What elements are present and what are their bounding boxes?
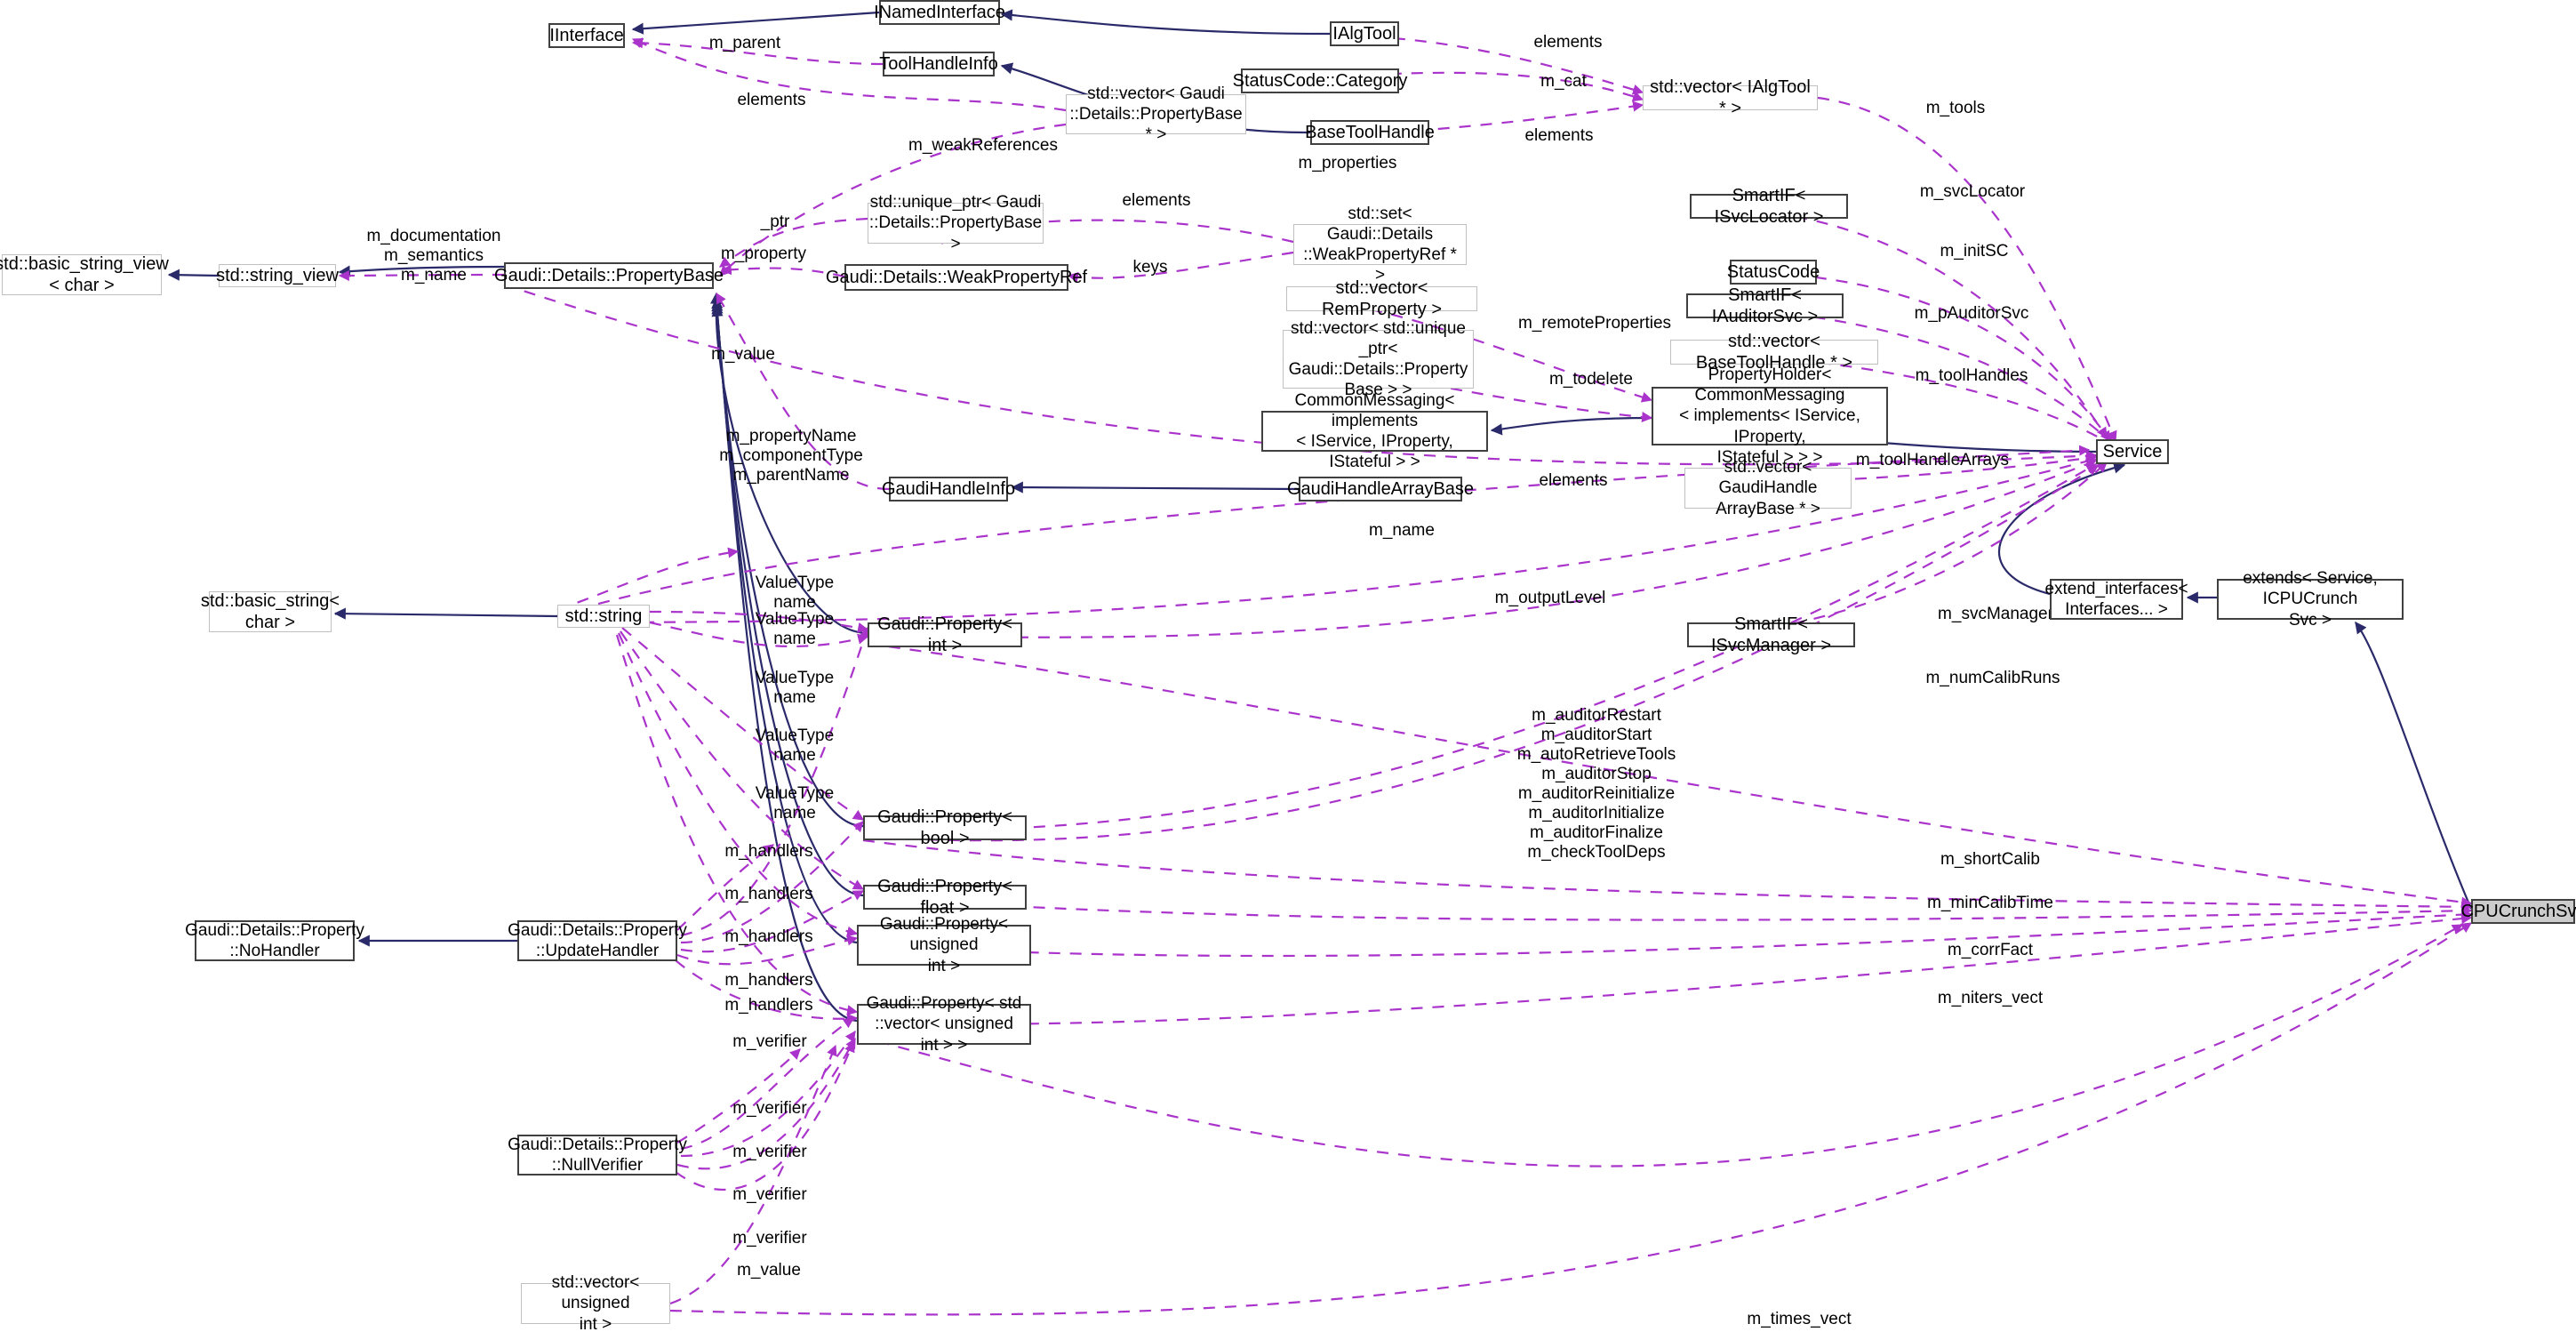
- node-gaudi-details-propertybase[interactable]: Gaudi::Details::PropertyBase: [494, 262, 724, 289]
- edge-label-m-parent: m_parent: [708, 34, 781, 52]
- edge-label-m-handlers: m_handlers: [724, 971, 813, 990]
- edge-label-m-cat: m_cat: [1540, 72, 1587, 91]
- node-smartif-isvclocator[interactable]: SmartIF< ISvcLocator >: [1690, 186, 1848, 227]
- node-extends-service-icpucrunchsvc[interactable]: extends< Service, ICPUCrunch Svc >: [2217, 569, 2404, 630]
- edge-label-m-value: m_value: [737, 1261, 801, 1280]
- edge-label-m-mincalibtime: m_minCalibTime: [1927, 894, 2053, 912]
- node-vector-propertybase-ptr[interactable]: std::vector< Gaudi ::Details::PropertyBa…: [1066, 84, 1246, 144]
- edge-label-m-verifier: m_verifier: [732, 1099, 807, 1118]
- node-vector-unsigned-int[interactable]: std::vector< unsigned int >: [521, 1273, 670, 1332]
- edge-label-m-propertyname-group: m_propertyName m_componentType m_parentN…: [719, 427, 863, 485]
- node-toolhandleinfo[interactable]: ToolHandleInfo: [879, 52, 998, 76]
- edge-label-m-outputlevel: m_outputLevel: [1494, 589, 1606, 607]
- edge-label-valuetype-name: ValueType name: [755, 784, 835, 823]
- edge-label-m-corrfact: m_corrFact: [1947, 941, 2034, 959]
- node-basetoolhandle[interactable]: BaseToolHandle: [1305, 120, 1435, 145]
- node-extend-interfaces[interactable]: extend_interfaces< Interfaces... >: [2044, 579, 2188, 620]
- edge-label-m-remoteproperties: m_remoteProperties: [1517, 314, 1672, 333]
- edge-label-elements: elements: [737, 91, 806, 109]
- node-basic-string-view[interactable]: std::basic_string_view < char >: [0, 253, 169, 295]
- edge-label-valuetype-name: ValueType name: [755, 726, 835, 766]
- node-set-weakpropertyref[interactable]: std::set< Gaudi::Details ::WeakPropertyR…: [1293, 205, 1467, 285]
- node-property-bool[interactable]: Gaudi::Property< bool >: [863, 807, 1027, 848]
- node-smartif-iauditorsvc[interactable]: SmartIF< IAuditorSvc >: [1686, 285, 1844, 326]
- node-gaudihandlearraybase[interactable]: GaudiHandleArrayBase: [1287, 477, 1474, 502]
- edge-label-m-pauditorsvc: m_pAuditorSvc: [1914, 304, 2029, 323]
- edge-label-m-numcalibruns: m_numCalibRuns: [1925, 669, 2060, 687]
- node-vector-ialgtool-ptr[interactable]: std::vector< IAlgTool * >: [1643, 77, 1818, 118]
- edge-label-m-verifier: m_verifier: [732, 1185, 807, 1204]
- edge-label-elements: elements: [1533, 33, 1603, 52]
- edge-label-valuetype-name: ValueType name: [755, 610, 835, 649]
- node-gaudi-details-weakpropertyref[interactable]: Gaudi::Details::WeakPropertyRef: [826, 264, 1087, 291]
- node-statuscode-category[interactable]: StatusCode::Category: [1233, 68, 1407, 93]
- node-vector-gaudihandlearraybase-ptr[interactable]: std::vector< GaudiHandle ArrayBase * >: [1684, 458, 1852, 518]
- node-ialgtool[interactable]: IAlgTool: [1330, 21, 1399, 46]
- edge-label-m-niters-vect: m_niters_vect: [1937, 989, 2044, 1007]
- node-cpucrunchsvc[interactable]: CPUCrunchSvc: [2460, 899, 2576, 924]
- edge-label-m-handlers: m_handlers: [724, 842, 813, 861]
- edge-label-m-auditor-group: m_auditorRestart m_auditorStart m_autoRe…: [1516, 706, 1676, 863]
- node-string-view[interactable]: std::string_view: [216, 264, 339, 287]
- node-statuscode[interactable]: StatusCode: [1727, 260, 1820, 285]
- node-vector-remproperty[interactable]: std::vector< RemProperty >: [1286, 278, 1477, 319]
- edge-label-m-handlers: m_handlers: [724, 927, 813, 946]
- edge-label-m-properties: m_properties: [1298, 154, 1397, 173]
- edge-label-elements: elements: [1122, 191, 1191, 210]
- node-gaudihandleinfo[interactable]: GaudiHandleInfo: [882, 477, 1015, 502]
- node-property-nohandler[interactable]: Gaudi::Details::Property ::NoHandler: [185, 920, 364, 961]
- node-service[interactable]: Service: [2096, 439, 2169, 464]
- node-smartif-isvcmanager[interactable]: SmartIF< ISvcManager >: [1687, 614, 1855, 655]
- node-propertyholder[interactable]: PropertyHolder< CommonMessaging < implem…: [1652, 365, 1888, 467]
- node-property-nullverifier[interactable]: Gaudi::Details::Property ::NullVerifier: [508, 1135, 687, 1176]
- edge-label-valuetype-name: ValueType name: [755, 574, 835, 613]
- node-unique-ptr-propertybase[interactable]: std::unique_ptr< Gaudi ::Details::Proper…: [868, 193, 1044, 253]
- node-std-string[interactable]: std::string: [557, 605, 650, 628]
- node-commonmessaging[interactable]: CommonMessaging< implements < IService, …: [1261, 391, 1488, 471]
- edge-label-elements: elements: [1539, 471, 1608, 490]
- node-property-vector-unsigned-int[interactable]: Gaudi::Property< std ::vector< unsigned …: [857, 994, 1031, 1055]
- edge-label-m-initsc: m_initSC: [1940, 242, 2009, 261]
- edge-label-m-weakreferences: m_weakReferences: [908, 136, 1058, 155]
- edge-label-m-property: m_property: [720, 245, 807, 263]
- edge-label-m-shortcalib: m_shortCalib: [1940, 850, 2040, 869]
- node-inamedinterface[interactable]: INamedInterface: [874, 0, 1005, 25]
- edge-label-m-handlers: m_handlers: [724, 996, 813, 1015]
- edge-label-m-verifier: m_verifier: [732, 1143, 807, 1161]
- node-property-unsigned-int[interactable]: Gaudi::Property< unsigned int >: [857, 915, 1031, 975]
- node-vector-basetoolhandle-ptr[interactable]: std::vector< BaseToolHandle * >: [1670, 332, 1878, 373]
- edge-label-m-value: m_value: [711, 345, 775, 364]
- edge-label-m-handlers: m_handlers: [724, 885, 813, 903]
- edge-label-m-name: m_name: [1369, 521, 1435, 540]
- edge-label-keys: keys: [1132, 258, 1168, 277]
- edge-label-valuetype-name: ValueType name: [755, 669, 835, 708]
- node-property-float[interactable]: Gaudi::Property< float >: [863, 877, 1027, 918]
- edge-label-m-todelete: m_todelete: [1548, 370, 1633, 389]
- node-basic-string-char[interactable]: std::basic_string< char >: [200, 590, 340, 632]
- edge-label-m-verifier: m_verifier: [732, 1229, 807, 1248]
- node-iinterface[interactable]: IInterface: [548, 23, 625, 48]
- edge-label-elements: elements: [1524, 126, 1594, 145]
- edge-label-m-tools: m_tools: [1925, 99, 1986, 117]
- edge-label-m-svclocator: m_svcLocator: [1919, 182, 2026, 201]
- node-property-updatehandler[interactable]: Gaudi::Details::Property ::UpdateHandler: [508, 920, 687, 961]
- edge-label-m-times-vect: m_times_vect: [1747, 1310, 1852, 1328]
- edge-label-m-verifier: m_verifier: [732, 1032, 807, 1051]
- node-property-int[interactable]: Gaudi::Property< int >: [868, 614, 1022, 655]
- node-vector-unique-ptr-propertybase[interactable]: std::vector< std::unique _ptr< Gaudi::De…: [1283, 319, 1474, 399]
- edge-label-m-toolhandles: m_toolHandles: [1915, 366, 2028, 385]
- edge-label-ptr: _ptr: [760, 213, 790, 231]
